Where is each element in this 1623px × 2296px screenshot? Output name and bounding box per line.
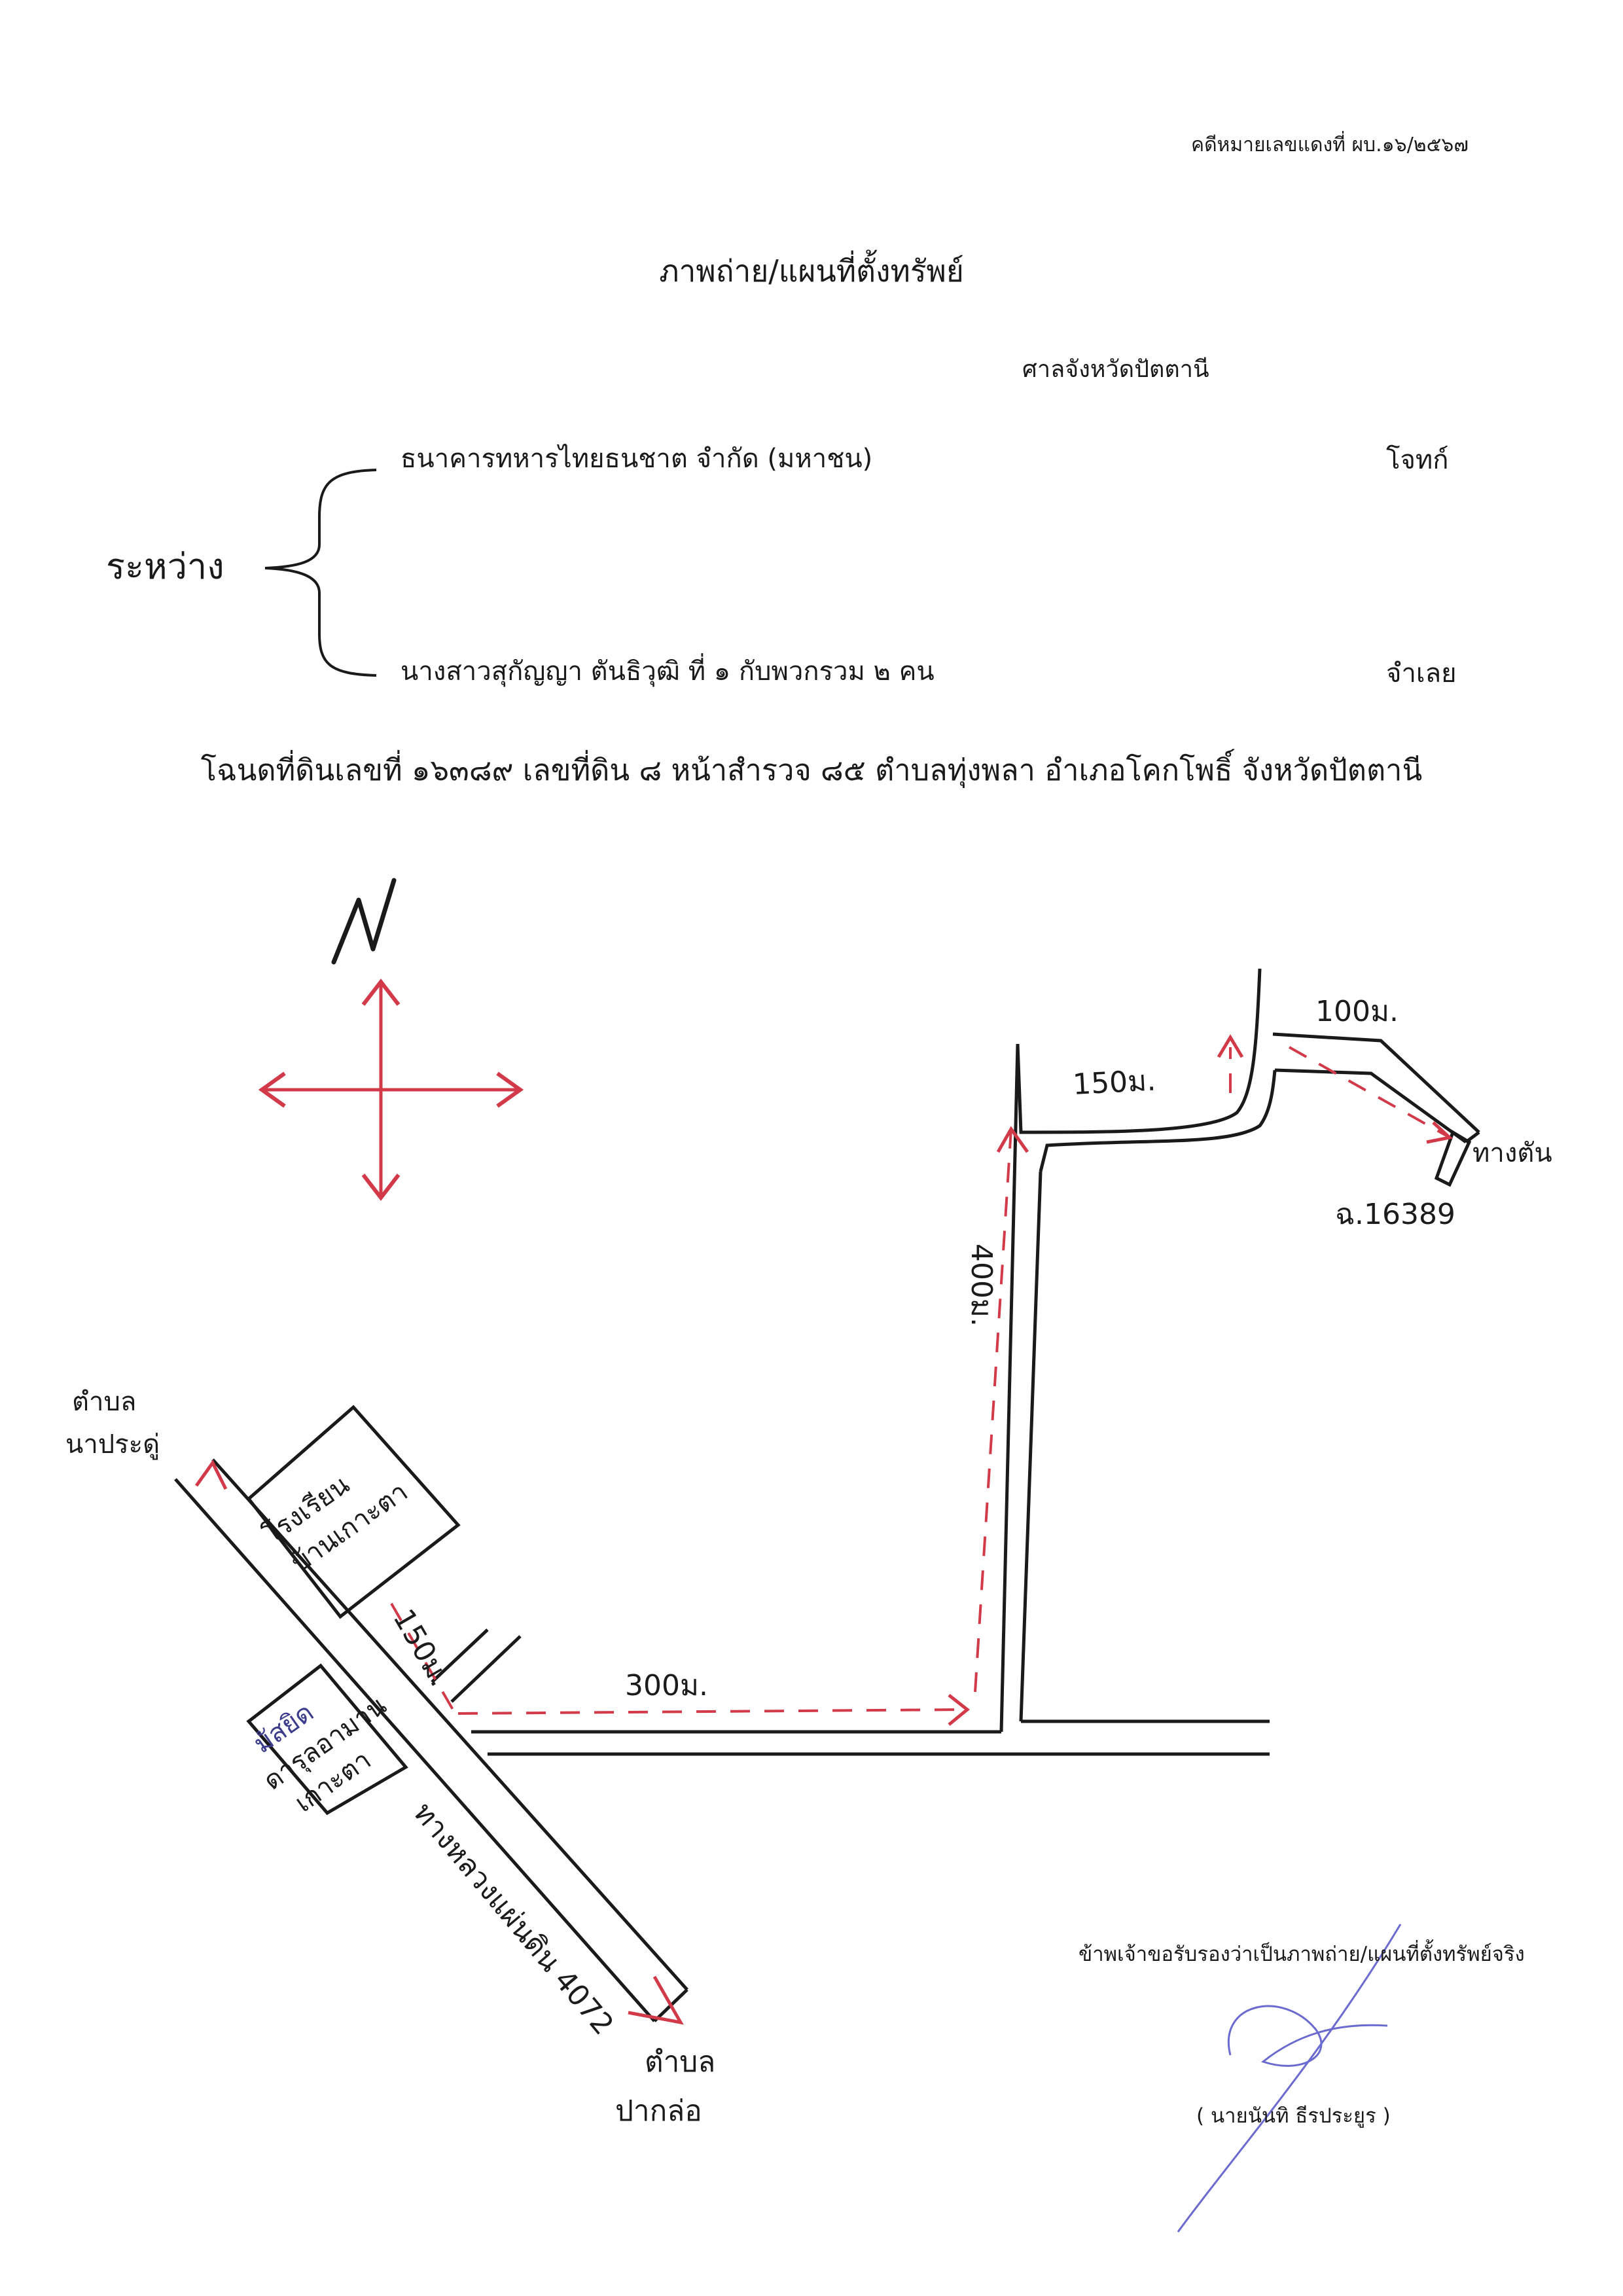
- distance-300: 300ม.: [625, 1669, 708, 1702]
- highway: [174, 1458, 688, 2025]
- defendant-role: จำเลย: [1386, 658, 1457, 689]
- page-title: ภาพถ่าย/แผนที่ตั้งทรัพย์: [659, 253, 964, 289]
- plaintiff-name: ธนาคารทหารไทยธนชาต จำกัด (มหาชน): [401, 444, 873, 474]
- party-brace: [264, 469, 377, 677]
- certify-statement: ข้าพเจ้าขอรับรองว่าเป็นภาพถ่าย/แผนที่ตั้…: [1079, 1943, 1525, 1966]
- north-label: N: [419, 889, 431, 907]
- signer-name: ( นายนันทิ ธีรประยูร ): [1196, 2104, 1391, 2128]
- between-label: ระหว่าง: [106, 546, 224, 587]
- deed-line: โฉนดที่ดินเลขที่ ๑๖๓๘๙ เลขที่ดิน ๘ หน้าส…: [200, 753, 1423, 787]
- place-top-left-1: ตำบล: [72, 1387, 136, 1417]
- place-top-left-2: นาประดู่: [65, 1429, 160, 1460]
- measure-lines: [390, 1046, 1447, 1715]
- measure-arrowheads: [194, 1034, 1454, 1726]
- side-road: [431, 968, 1480, 1756]
- school-building: [246, 1405, 461, 1619]
- signature: [1177, 1924, 1402, 2233]
- distance-100: 100ม.: [1315, 995, 1399, 1028]
- mosque-building: [246, 1663, 408, 1816]
- plaintiff-role: โจทก์: [1386, 445, 1449, 475]
- deed-ref-label: ฉ.16389: [1335, 1198, 1455, 1231]
- road-label: ทางหลวงแผ่นดิน 4072: [407, 1796, 620, 2041]
- distance-150-b: 150ม.: [1072, 1064, 1156, 1102]
- north-compass: [258, 878, 524, 1201]
- distance-400: 400ม.: [965, 1244, 998, 1327]
- court-name: ศาลจังหวัดปัตตานี: [1022, 356, 1209, 383]
- distance-150-a: 150ม.: [386, 1604, 457, 1692]
- defendant-name: นางสาวสุกัญญา ตันธิวุฒิ ที่ ๑ กับพวกรวม …: [401, 656, 935, 687]
- place-bottom-2: ปากล่อ: [615, 2094, 702, 2128]
- dead-end-label: ทางตัน: [1472, 1138, 1552, 1168]
- place-bottom-1: ตำบล: [645, 2045, 715, 2079]
- case-number: คดีหมายเลขแดงที่ ผบ.๑๖/๒๕๖๗: [1191, 134, 1469, 156]
